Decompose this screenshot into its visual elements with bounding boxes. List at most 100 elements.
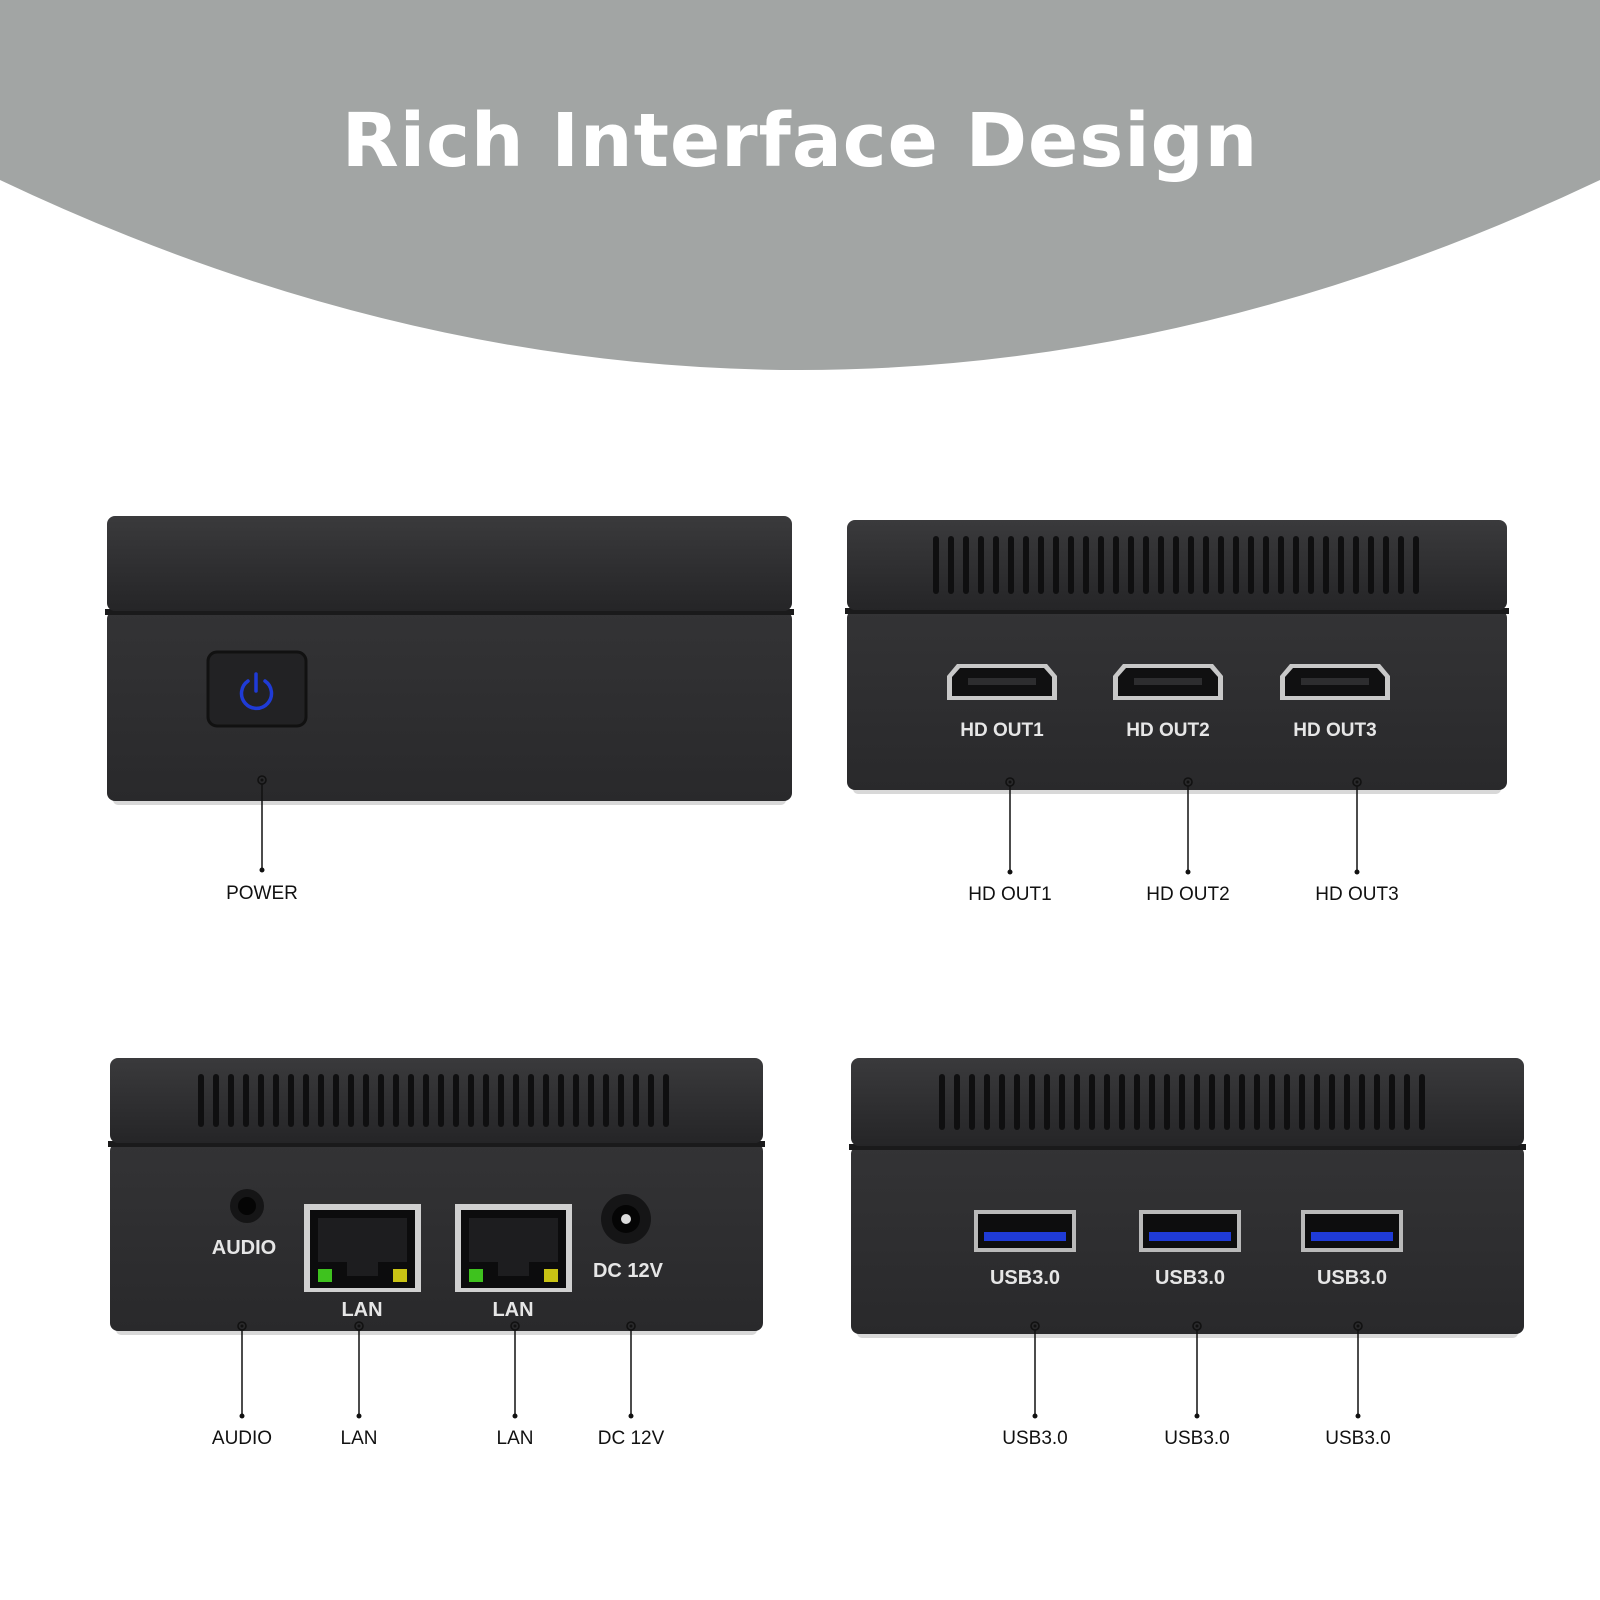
audio-jack-hole <box>238 1197 256 1215</box>
vent-slot <box>1308 536 1314 594</box>
vent-slot <box>423 1074 429 1127</box>
usb-opening <box>978 1214 1072 1248</box>
port-label: USB3.0 <box>1155 1267 1225 1289</box>
power-symbol-arc <box>239 679 274 711</box>
vent-slot <box>1284 1074 1290 1130</box>
vent-slot <box>648 1074 654 1127</box>
callout-dot-center <box>240 1324 244 1328</box>
callout: LAN <box>341 1321 377 1449</box>
vent-slot <box>453 1074 459 1127</box>
port-label: USB3.0 <box>990 1267 1060 1289</box>
vent-slot <box>558 1074 564 1127</box>
vent-slot <box>333 1074 339 1127</box>
vent-slot <box>393 1074 399 1127</box>
callout-dot-center <box>629 1324 633 1328</box>
vent-slot <box>1233 536 1239 594</box>
callout-end <box>512 1413 518 1419</box>
callout: HD OUT1 <box>968 777 1052 905</box>
hdmi-tongue <box>1301 678 1369 685</box>
vent-slot <box>543 1074 549 1127</box>
hdmi-port-icon <box>1280 664 1390 700</box>
callout-dot-center <box>1355 780 1359 784</box>
callout-end <box>1185 869 1191 875</box>
device-lid <box>107 516 792 611</box>
vent-slot <box>408 1074 414 1127</box>
vent-grille <box>198 1074 669 1127</box>
callout-dot-center <box>1356 1324 1360 1328</box>
page-title: Rich Interface Design <box>341 98 1259 184</box>
usb-port-icon <box>974 1210 1076 1252</box>
callout-label: DC 12V <box>598 1428 665 1449</box>
vent-slot <box>288 1074 294 1127</box>
vent-slot <box>1158 536 1164 594</box>
callout-end <box>356 1413 362 1419</box>
callout-end <box>1354 869 1360 875</box>
callout-end <box>1032 1413 1038 1419</box>
vent-slot <box>243 1074 249 1127</box>
vent-slot <box>213 1074 219 1127</box>
vent-slot <box>1389 1074 1395 1130</box>
vent-slot <box>1179 1074 1185 1130</box>
vent-slot <box>1038 536 1044 594</box>
vent-slot <box>948 536 954 594</box>
vent-slot <box>1014 1074 1020 1130</box>
hdmi-tongue <box>1134 678 1202 685</box>
vent-slot <box>1314 1074 1320 1130</box>
hdmi-port-icon <box>947 664 1057 700</box>
vent-slot <box>999 1074 1005 1130</box>
vent-slot <box>1329 1074 1335 1130</box>
port-label: HD OUT3 <box>1293 720 1376 741</box>
vent-slot <box>438 1074 444 1127</box>
vent-slot <box>1374 1074 1380 1130</box>
lan-led-yellow <box>544 1269 558 1282</box>
vent-slot <box>1368 536 1374 594</box>
dc-jack-icon <box>601 1194 651 1244</box>
front-view <box>105 516 794 805</box>
lan-contacts <box>469 1218 558 1276</box>
usb-side-view: USB3.0 USB3.0 USB3.0 <box>849 1058 1526 1338</box>
vent-slot <box>1338 536 1344 594</box>
usb-port-icon <box>1139 1210 1241 1252</box>
callout-dot-center <box>1195 1324 1199 1328</box>
vent-slot <box>978 536 984 594</box>
vent-grille <box>933 536 1419 594</box>
vent-slot <box>1134 1074 1140 1130</box>
vent-slot <box>603 1074 609 1127</box>
callout-dot-center <box>1008 780 1012 784</box>
vent-slot <box>1044 1074 1050 1130</box>
device-seam <box>845 608 1509 614</box>
port-label: USB3.0 <box>1317 1267 1387 1289</box>
vent-slot <box>954 1074 960 1130</box>
vent-slot <box>1008 536 1014 594</box>
vent-slot <box>618 1074 624 1127</box>
usb-tongue <box>1149 1232 1231 1241</box>
callout-label: HD OUT1 <box>968 884 1051 905</box>
vent-slot <box>1254 1074 1260 1130</box>
vent-slot <box>303 1074 309 1127</box>
usb-port-icon <box>1301 1210 1403 1252</box>
vent-slot <box>1149 1074 1155 1130</box>
vent-slot <box>1029 1074 1035 1130</box>
vent-slot <box>228 1074 234 1127</box>
vent-slot <box>573 1074 579 1127</box>
callout: LAN <box>497 1321 533 1449</box>
vent-slot <box>1299 1074 1305 1130</box>
callout-label: USB3.0 <box>1002 1428 1067 1449</box>
vent-slot <box>1263 536 1269 594</box>
callout: DC 12V <box>598 1321 665 1449</box>
vent-slot <box>273 1074 279 1127</box>
vent-slot <box>513 1074 519 1127</box>
vent-slot <box>939 1074 945 1130</box>
vent-slot <box>1344 1074 1350 1130</box>
vent-slot <box>1278 536 1284 594</box>
port-label: DC 12V <box>593 1260 664 1282</box>
device-seam <box>849 1144 1526 1150</box>
usb-tongue <box>1311 1232 1393 1241</box>
device-lower-body <box>110 1143 763 1331</box>
vent-slot <box>1353 536 1359 594</box>
vent-slot <box>1218 536 1224 594</box>
callout-end <box>1355 1413 1361 1419</box>
callout-end <box>1007 869 1013 875</box>
